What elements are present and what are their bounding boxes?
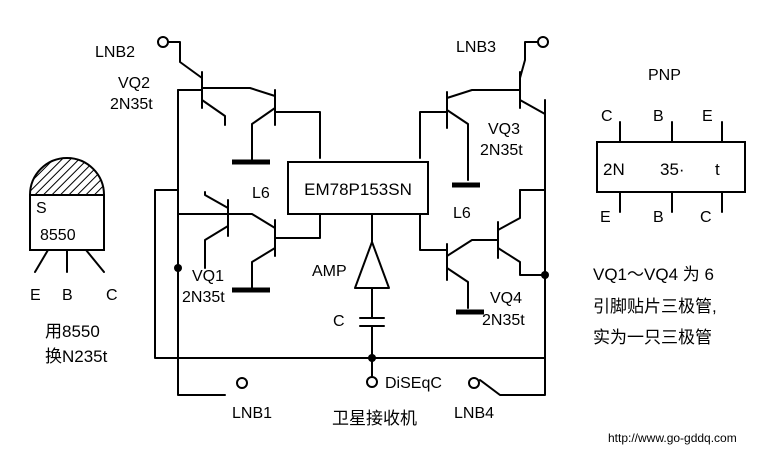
l6-left-label: L6 bbox=[252, 185, 270, 202]
s8550-pin-c bbox=[85, 249, 105, 273]
lnb1-lead bbox=[177, 267, 226, 396]
vq2-part-label: 2N35t bbox=[110, 96, 153, 113]
note-line-2: 引脚贴片三极管, bbox=[593, 297, 717, 316]
vq2b-emitter bbox=[251, 107, 276, 161]
lnb3-label: LNB3 bbox=[456, 39, 496, 56]
pkg-body bbox=[596, 141, 746, 193]
left-frame-wire bbox=[154, 189, 373, 379]
s8550-hatched-top bbox=[28, 157, 106, 196]
pkg-bot-c: C bbox=[700, 209, 712, 226]
vq1-collector bbox=[204, 191, 229, 209]
vq4-part-label: 2N35t bbox=[482, 312, 525, 329]
replace-line-2: 换N235t bbox=[45, 347, 108, 366]
lnb4-lead bbox=[479, 274, 546, 396]
pkg-body-t: t bbox=[715, 160, 720, 179]
vq4-transistor-pair bbox=[419, 189, 549, 396]
ic-body bbox=[287, 161, 429, 215]
lnb2-label: LNB2 bbox=[95, 44, 135, 61]
pnp-package: PNP C B E 2N 35· t E B C bbox=[596, 67, 746, 226]
vq3-part-label: 2N35t bbox=[480, 142, 523, 159]
lnb2-terminal bbox=[157, 36, 169, 48]
s8550-pin-e bbox=[34, 249, 49, 273]
vq3-link bbox=[446, 89, 521, 99]
pkg-bot-b: B bbox=[653, 209, 664, 226]
amp-triangle-icon bbox=[354, 241, 390, 289]
note-line-1: VQ1～VQ4 为 6 bbox=[593, 265, 714, 284]
lnb3-lead bbox=[519, 41, 539, 79]
s8550-s-label: S bbox=[36, 200, 47, 217]
lnb4-terminal bbox=[468, 377, 480, 389]
receiver-label: 卫星接收机 bbox=[332, 409, 417, 428]
vq4b-emitter bbox=[446, 267, 469, 309]
amp-label: AMP bbox=[312, 263, 347, 280]
replace-line-1: 用8550 bbox=[45, 322, 100, 341]
s8550-pin-c-label: C bbox=[106, 287, 118, 304]
vq2-emitter bbox=[201, 99, 226, 126]
amp-and-capacitor bbox=[354, 213, 390, 388]
pnp-label: PNP bbox=[648, 67, 681, 84]
pkg-top-e: E bbox=[702, 108, 713, 125]
lnb2-lead bbox=[167, 41, 203, 79]
note-line-3: 实为一只三极管 bbox=[593, 328, 712, 347]
lnb1-terminal bbox=[236, 377, 248, 389]
pkg-body-35: 35· bbox=[660, 160, 685, 179]
lnb1-label: LNB1 bbox=[232, 405, 272, 422]
s8550-body bbox=[29, 194, 105, 251]
vq2-transistor-pair bbox=[167, 41, 321, 269]
vq2-label: VQ2 bbox=[118, 75, 150, 92]
vq1-junction bbox=[174, 264, 182, 272]
lnb3-terminal bbox=[537, 36, 549, 48]
bus-junction bbox=[368, 354, 376, 362]
vq2-link bbox=[201, 87, 276, 97]
vq1-part-label: 2N35t bbox=[182, 289, 225, 306]
s8550-pin-b-label: B bbox=[62, 287, 73, 304]
lnb4-label: LNB4 bbox=[454, 405, 494, 422]
vq3-transistor-pair bbox=[419, 41, 546, 269]
vq4-link bbox=[446, 239, 499, 257]
vq1b-emitter bbox=[251, 247, 276, 289]
diseqc-label: DiSEqC bbox=[385, 375, 442, 392]
cap-label: C bbox=[333, 313, 345, 330]
ic-label: EM78P153SN bbox=[304, 180, 412, 199]
pkg-top-b: B bbox=[653, 108, 664, 125]
terminals bbox=[157, 36, 549, 389]
vq4b-to-ic bbox=[419, 214, 448, 251]
s8550-package: S 8550 E B C 用8550 换N235t bbox=[28, 157, 118, 366]
vq1-transistor-pair bbox=[177, 191, 321, 396]
l6-right-label: L6 bbox=[453, 205, 471, 222]
vq3-emitter bbox=[519, 99, 546, 121]
source-url: http://www.go-gddq.com bbox=[608, 431, 737, 445]
vq2b-collector-to-ic bbox=[274, 111, 321, 159]
vq1-emitter bbox=[204, 225, 229, 269]
diseqc-terminal bbox=[366, 376, 378, 388]
vq3b-to-ic bbox=[419, 111, 448, 159]
vq1-link bbox=[227, 213, 276, 229]
pkg-top-c: C bbox=[601, 108, 613, 125]
pkg-body-2n: 2N bbox=[603, 160, 625, 179]
ic-block: EM78P153SN bbox=[287, 161, 429, 215]
s8550-number: 8550 bbox=[40, 227, 76, 244]
vq4-label: VQ4 bbox=[490, 290, 522, 307]
vq1b-to-ic bbox=[274, 214, 321, 239]
vq4-collector bbox=[497, 189, 521, 231]
vq1-label: VQ1 bbox=[192, 268, 224, 285]
vq3-label: VQ3 bbox=[488, 121, 520, 138]
pkg-bot-e: E bbox=[600, 209, 611, 226]
s8550-pin-e-label: E bbox=[30, 287, 41, 304]
vq3b-emitter bbox=[446, 109, 469, 181]
vq4-emitter bbox=[497, 247, 546, 276]
